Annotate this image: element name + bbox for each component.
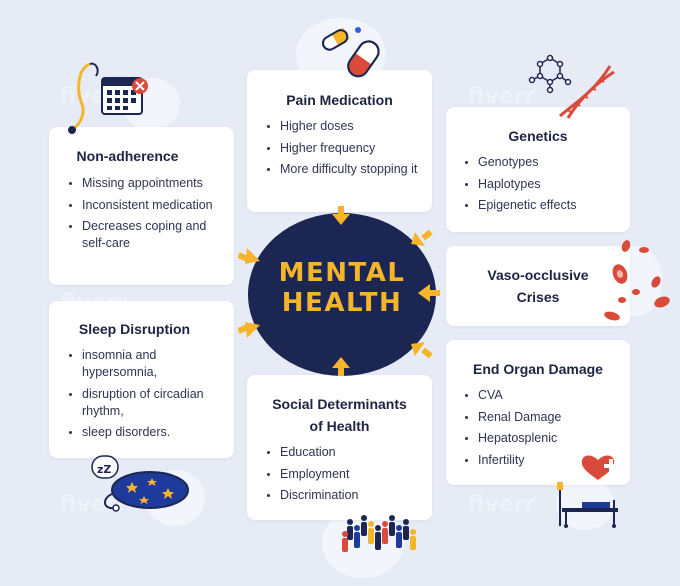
sleep-zz-text: zZ [97, 463, 111, 476]
list-item: Education [267, 444, 427, 461]
card-list: Higher doses Higher frequency More diffi… [267, 118, 427, 183]
card-title: Non-adherence [76, 148, 179, 164]
crowd-icon [342, 515, 416, 552]
list-item: Infertility [465, 452, 625, 469]
card-title: Vaso-occlusive [487, 267, 589, 283]
arrow-icon [332, 357, 350, 376]
card-title: Genetics [508, 128, 568, 144]
list-item: Higher frequency [267, 140, 427, 157]
list-item: Discrimination [267, 487, 427, 504]
list-item: Employment [267, 466, 427, 483]
watermark: fiverr [468, 84, 536, 109]
pills-icon [321, 27, 380, 78]
card-list: Missing appointments Inconsistent medica… [69, 175, 229, 257]
list-item: sleep disorders. [69, 424, 219, 441]
card-list: insomnia and hypersomnia, disruption of … [69, 347, 219, 446]
card-title: Social Determinants [272, 396, 407, 412]
list-item: Renal Damage [465, 409, 625, 426]
arrow-icon [411, 229, 433, 246]
card-title: Sleep Disruption [78, 321, 191, 337]
calendar-stethoscope-icon [68, 62, 148, 134]
list-item: Genotypes [465, 154, 625, 171]
card-social-determinants: Social Determinants of Health Education … [247, 375, 432, 520]
card-title: of Health [309, 418, 370, 434]
list-item: Decreases coping and self-care [69, 218, 229, 252]
card-pain-medication: Pain Medication Higher doses Higher freq… [247, 70, 432, 212]
sleep-mask-icon: zZ [91, 455, 189, 512]
card-genetics: Genetics Genotypes Haplotypes Epigenetic… [446, 107, 630, 232]
list-item: disruption of circadian rhythm, [69, 386, 219, 420]
list-item: More difficulty stopping it [267, 161, 427, 178]
card-sleep-disruption: Sleep Disruption insomnia and hypersomni… [49, 301, 234, 458]
card-title: End Organ Damage [473, 361, 603, 377]
card-list: Genotypes Haplotypes Epigenetic effects [465, 154, 625, 219]
arrow-icon [411, 342, 433, 359]
center-circle [248, 213, 436, 376]
list-item: CVA [465, 387, 625, 404]
arrow-icon [332, 206, 350, 225]
card-title: Pain Medication [286, 92, 393, 108]
list-item: Missing appointments [69, 175, 229, 192]
dna-icon [528, 54, 615, 119]
center-title-line1: MENTAL [278, 258, 406, 288]
arrow-icon [238, 322, 260, 338]
list-item: Higher doses [267, 118, 427, 135]
card-list: CVA Renal Damage Hepatosplenic Infertili… [465, 387, 625, 473]
watermark: fiverr [468, 492, 536, 517]
card-title: Crises [516, 289, 560, 305]
card-non-adherence: Non-adherence Missing appointments Incon… [49, 127, 234, 285]
card-end-organ-damage: End Organ Damage CVA Renal Damage Hepato… [446, 340, 630, 485]
card-list: Education Employment Discrimination [267, 444, 427, 509]
list-item: insomnia and hypersomnia, [69, 347, 219, 381]
card-vaso-occlusive: Vaso-occlusive Crises [446, 246, 630, 326]
list-item: Hepatosplenic [465, 430, 625, 447]
blood-cells-icon [604, 240, 670, 321]
center-title: MENTAL HEALTH [248, 258, 436, 318]
list-item: Inconsistent medication [69, 197, 229, 214]
list-item: Haplotypes [465, 176, 625, 193]
hospital-bed-icon [557, 455, 618, 528]
arrow-icon [418, 284, 440, 302]
center-title-line2: HEALTH [281, 288, 403, 318]
list-item: Epigenetic effects [465, 197, 625, 214]
arrow-icon [238, 248, 260, 264]
